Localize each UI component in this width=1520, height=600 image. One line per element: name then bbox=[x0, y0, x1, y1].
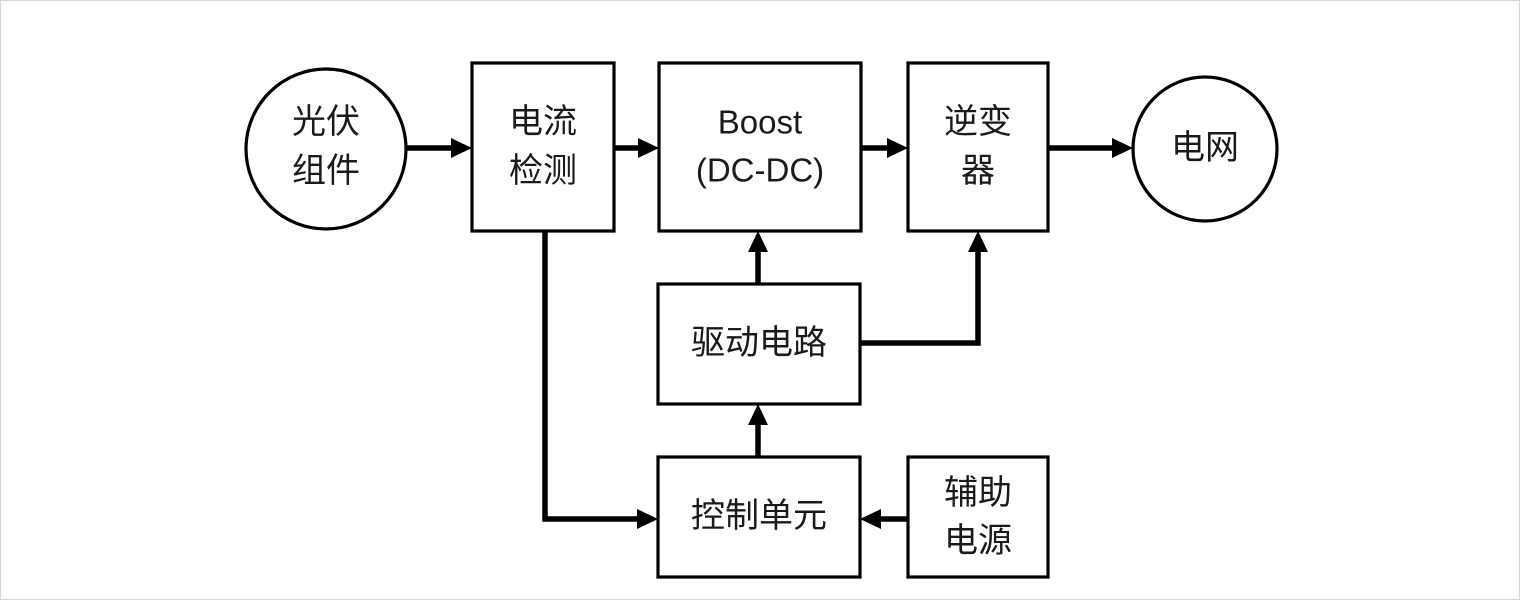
power-grid-circle[interactable] bbox=[1131, 75, 1279, 223]
inverter-box[interactable] bbox=[906, 61, 1050, 233]
pv-module-label-line1: 光伏 bbox=[292, 103, 360, 141]
edge-current-to-boost bbox=[614, 138, 659, 158]
node-control-unit[interactable]: 控制单元 bbox=[656, 455, 862, 579]
inverter-label-line1: 逆变 bbox=[944, 103, 1012, 141]
drive-circuit-box[interactable] bbox=[656, 282, 862, 406]
arrowhead bbox=[860, 509, 881, 529]
arrowhead bbox=[637, 509, 658, 529]
boost-dcdc-label-line2: (DC-DC) bbox=[696, 152, 824, 189]
current-detection-box[interactable] bbox=[470, 61, 616, 233]
boost-dcdc-box[interactable] bbox=[657, 61, 863, 233]
boost-dcdc-label-line1: Boost bbox=[718, 104, 802, 141]
arrowhead bbox=[451, 138, 472, 158]
power-grid-label: 电网 bbox=[1171, 129, 1239, 167]
control-unit-label: 控制单元 bbox=[691, 497, 827, 535]
edge-pv-to-current bbox=[407, 138, 472, 158]
arrowhead bbox=[1112, 138, 1133, 158]
current-detection-label-line1: 电流 bbox=[509, 103, 577, 141]
control-unit-box[interactable] bbox=[656, 455, 862, 579]
auxiliary-power-label-line2: 电源 bbox=[944, 522, 1012, 560]
pv-module-circle[interactable] bbox=[244, 67, 408, 231]
node-drive-circuit[interactable]: 驱动电路 bbox=[656, 282, 862, 406]
auxiliary-power-box[interactable] bbox=[906, 455, 1050, 579]
inverter-label-line2: 器 bbox=[961, 152, 995, 190]
arrowhead bbox=[968, 231, 988, 252]
edge-control-to-drive bbox=[748, 404, 768, 457]
node-auxiliary-power[interactable]: 辅助 电源 bbox=[906, 455, 1050, 579]
edge-drive-to-inverter bbox=[860, 231, 988, 346]
node-power-grid[interactable]: 电网 bbox=[1131, 75, 1279, 223]
node-current-detection[interactable]: 电流 检测 bbox=[470, 61, 616, 233]
node-boost-dcdc[interactable]: Boost (DC-DC) bbox=[657, 61, 863, 233]
arrowhead bbox=[638, 138, 659, 158]
arrowhead bbox=[748, 404, 768, 425]
edge-current-to-control bbox=[542, 231, 658, 529]
arrowhead bbox=[887, 138, 908, 158]
edge-aux-to-control bbox=[860, 509, 908, 529]
node-pv-module[interactable]: 光伏 组件 bbox=[244, 67, 408, 231]
edge-drive-to-boost bbox=[748, 231, 768, 284]
pv-module-label-line2: 组件 bbox=[292, 152, 360, 190]
drive-circuit-label: 驱动电路 bbox=[691, 324, 827, 362]
node-inverter[interactable]: 逆变 器 bbox=[906, 61, 1050, 233]
current-detection-label-line2: 检测 bbox=[509, 152, 577, 190]
arrowhead bbox=[748, 231, 768, 252]
auxiliary-power-label-line1: 辅助 bbox=[944, 474, 1012, 512]
edge-inverter-to-grid bbox=[1048, 138, 1133, 158]
edge-boost-to-inverter bbox=[861, 138, 908, 158]
